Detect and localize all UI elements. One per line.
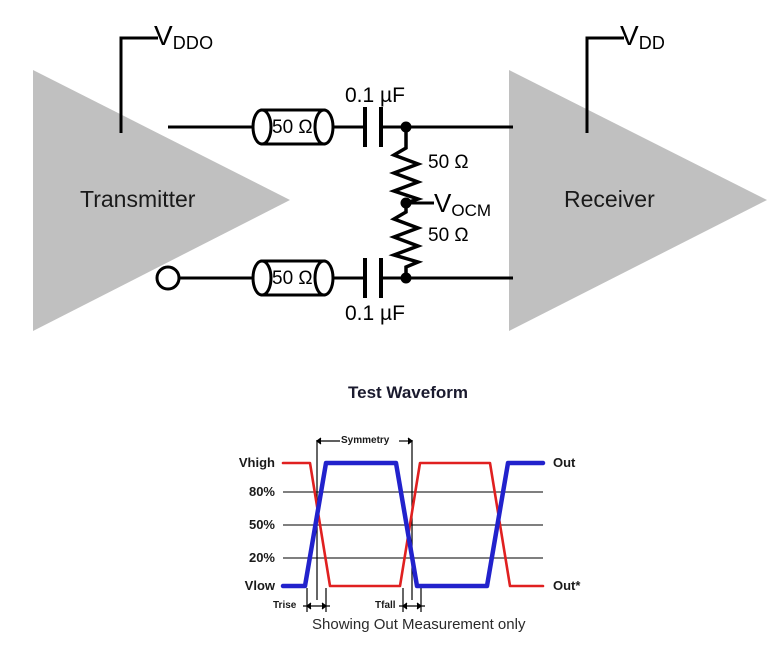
lower-termination-resistor-label: 50 Ω	[428, 225, 469, 246]
receiver-label: Receiver	[564, 186, 655, 212]
transmitter-block	[33, 70, 290, 331]
top-series-resistor-symbol	[251, 108, 335, 146]
receiver-block	[509, 70, 767, 331]
bottom-series-resistor-label: 50 Ω	[272, 268, 313, 289]
top-series-resistor-label: 50 Ω	[272, 117, 313, 138]
waveform-ylabel-vlow: Vlow	[244, 578, 275, 593]
waveform-ylabel-vhigh: Vhigh	[238, 455, 275, 470]
symmetry-annotation-label: Symmetry	[341, 435, 390, 446]
waveform-ylabel-20: 20%	[248, 550, 275, 565]
transmitter-label: Transmitter	[80, 186, 196, 212]
vddo-supply-line	[119, 36, 158, 133]
top-capacitor-label: 0.1 µF	[345, 84, 405, 107]
bottom-capacitor-label: 0.1 µF	[345, 302, 405, 325]
tfall-annotation-label: Tfall	[375, 600, 396, 611]
trise-annotation-label: Trise	[273, 600, 297, 611]
upper-termination-resistor-symbol	[388, 127, 424, 205]
tfall-arrow	[399, 602, 425, 610]
waveform-ylabel-50: 50%	[248, 517, 275, 532]
vocm-label: VOCM	[434, 188, 492, 220]
trise-arrow	[303, 602, 330, 610]
waveform-caption: Showing Out Measurement only	[312, 616, 526, 633]
vddo-label: VDDO	[154, 20, 214, 53]
waveform-trace-out-complement	[281, 461, 545, 588]
vdd-supply-line	[585, 36, 624, 133]
lower-termination-resistor-symbol	[388, 203, 424, 278]
waveform-trace-label-out-complement: Out*	[553, 578, 581, 593]
waveform-trace-label-out: Out	[553, 455, 576, 470]
waveform-title: Test Waveform	[348, 383, 468, 402]
waveform-ylabel-80: 80%	[248, 484, 275, 499]
upper-termination-resistor-label: 50 Ω	[428, 152, 469, 173]
vdd-label: VDD	[620, 20, 666, 53]
symmetry-arrow	[316, 437, 413, 445]
waveform-trace-out	[280, 460, 546, 589]
bottom-series-resistor-symbol	[251, 259, 335, 297]
trise-tfall-marker-lines	[306, 588, 422, 612]
